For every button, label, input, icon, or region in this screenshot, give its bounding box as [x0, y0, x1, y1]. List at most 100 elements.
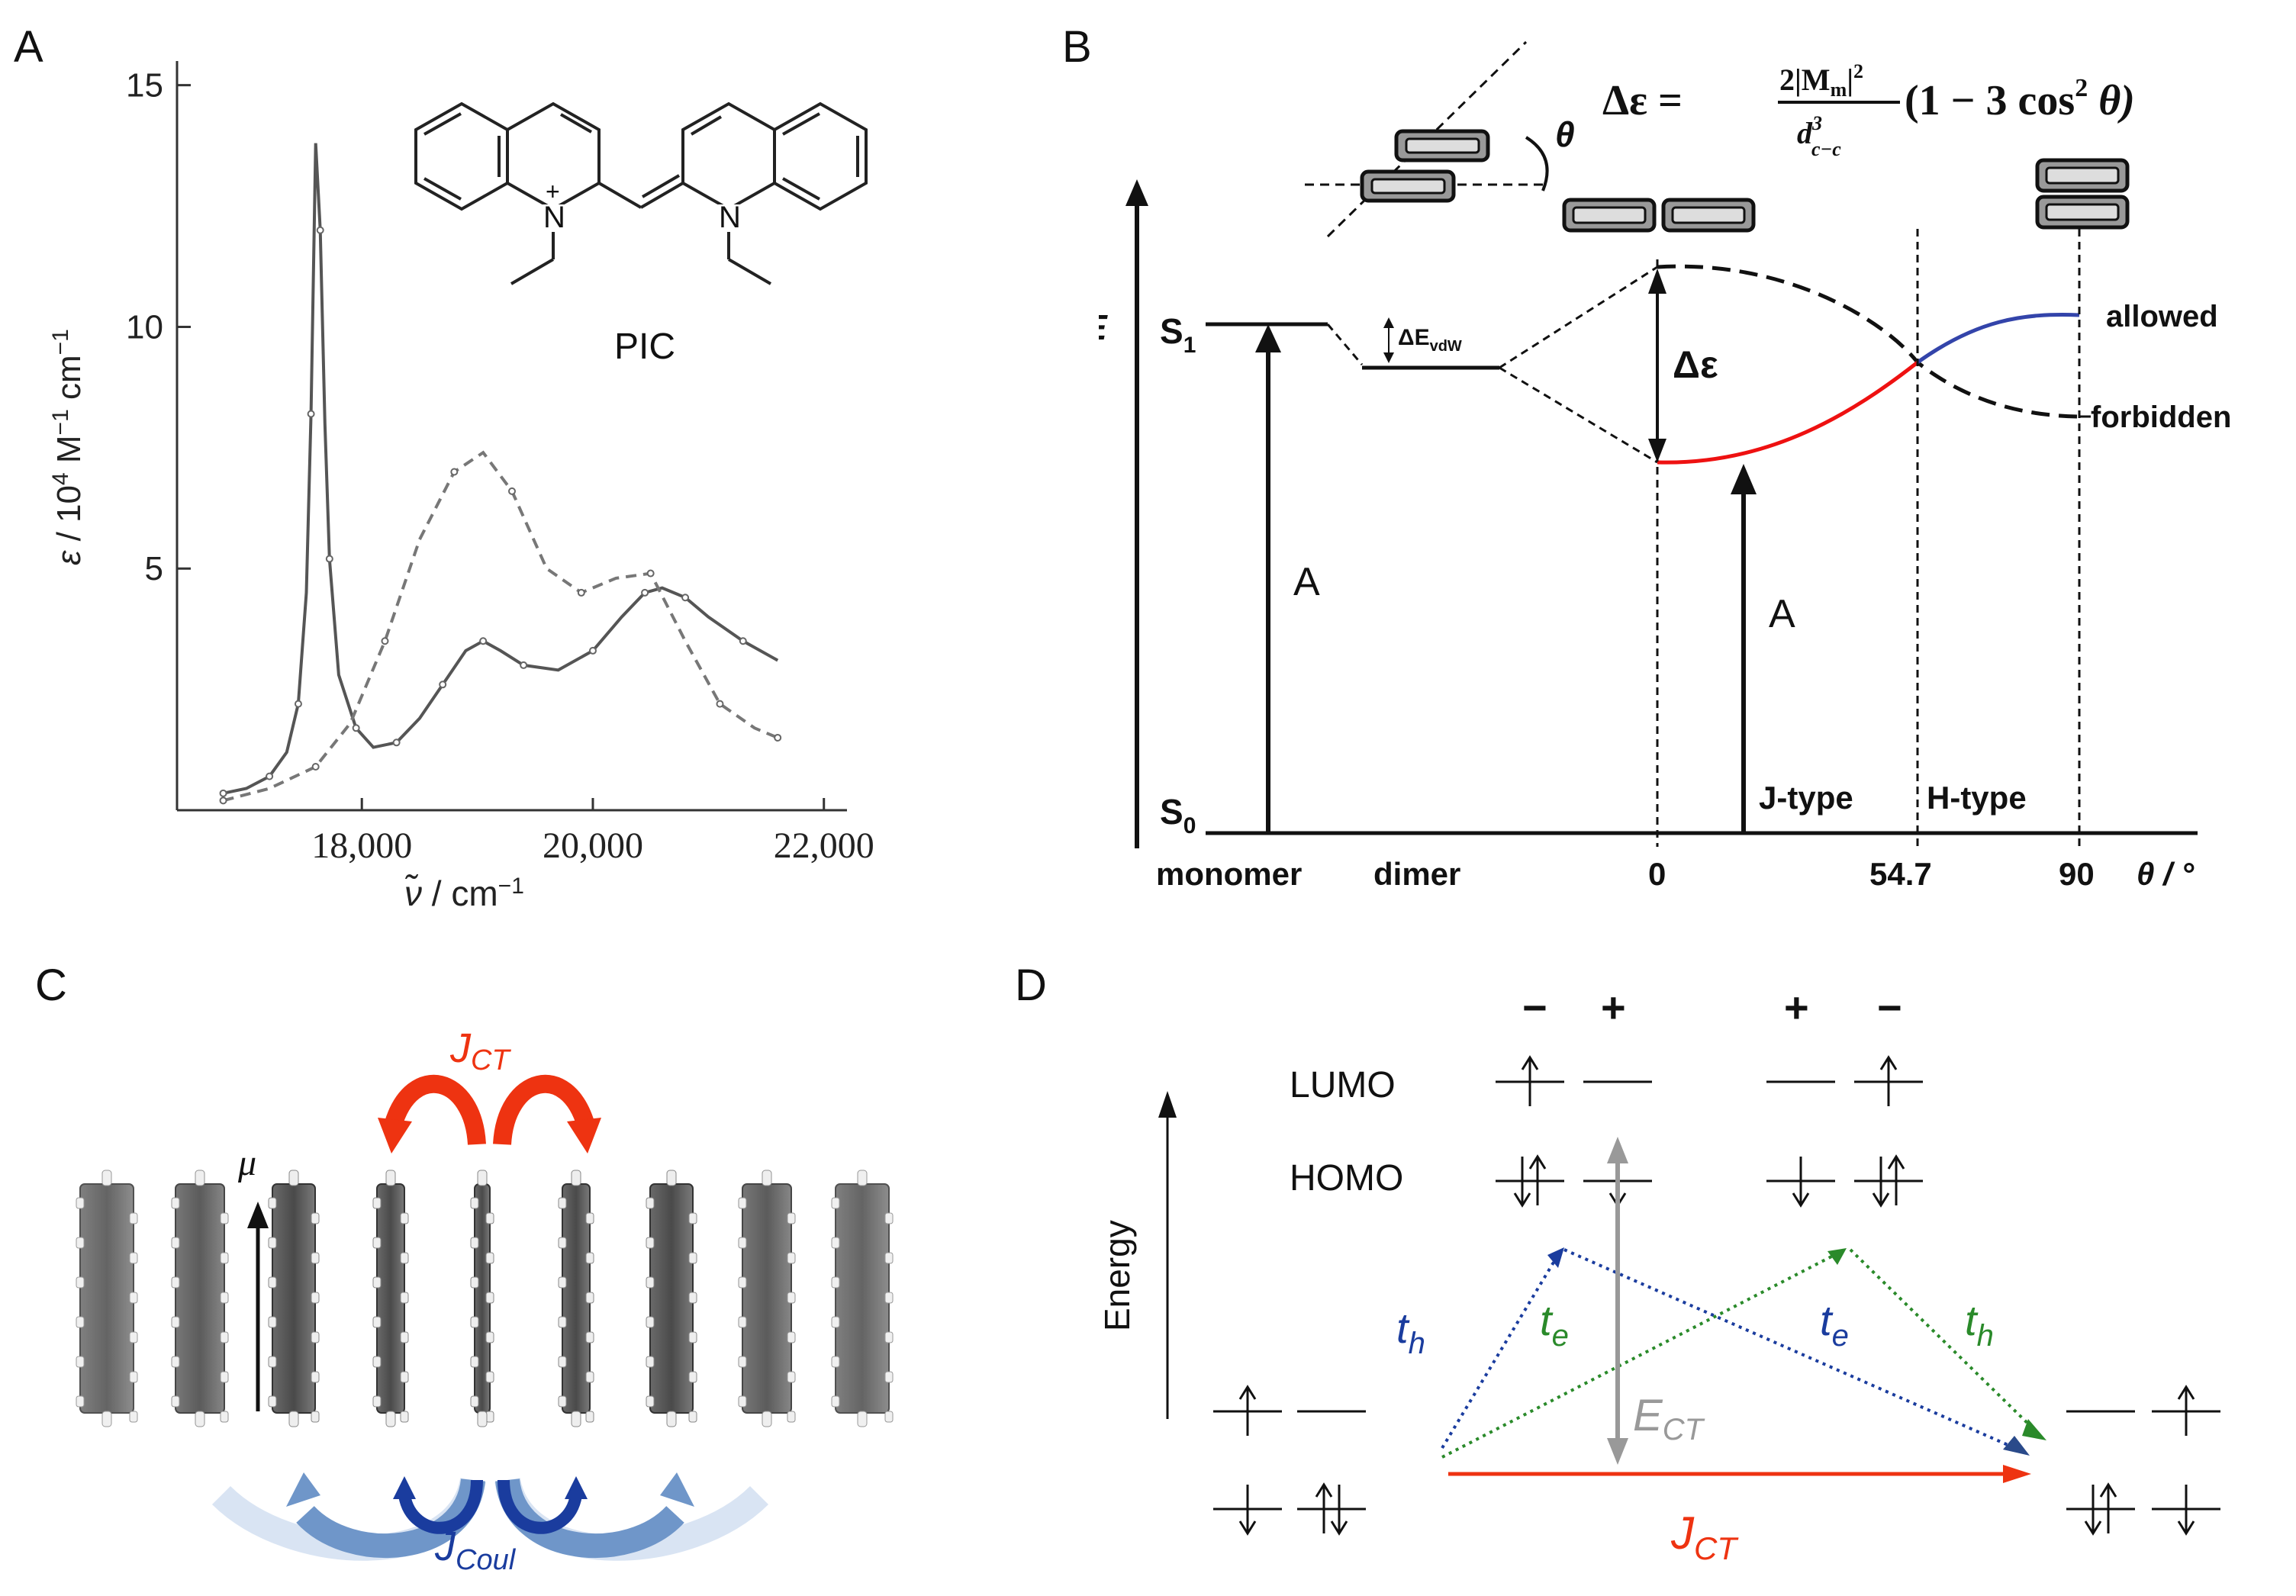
spectrum-line-solid — [223, 143, 779, 795]
panel-d-diagram: Energy LUMO HOMO − + + − ECT th te te th… — [1097, 983, 2220, 1566]
data-point — [266, 772, 274, 780]
pic-molecule — [414, 101, 868, 285]
jtype-dimer-icon — [1562, 198, 1756, 233]
svg-text:Δε =: Δε = — [1602, 77, 1683, 124]
stacked-molecule — [268, 1170, 320, 1427]
panel-b-diagram: Δε = 2|Mm|2 d3c−c (1 − 3 cos2 θ) θ E S0 … — [1099, 40, 2231, 892]
formula-tail: (1 − 3 cos2 θ) — [1905, 74, 2135, 124]
data-point — [381, 637, 389, 645]
th-label-right: th — [1965, 1296, 1994, 1353]
molecule-stack — [76, 1170, 894, 1427]
stacked-molecule — [646, 1170, 697, 1427]
x-label-0: 0 — [1648, 856, 1666, 892]
data-point — [439, 681, 447, 689]
x-axis-label: ν̃ / cm−1 — [404, 874, 524, 913]
stacked-molecule — [738, 1170, 796, 1427]
panel-c-diagram: μ JCT JCoul — [76, 1025, 894, 1576]
y-axis-label: ε / 104 M−1 cm−1 — [48, 329, 88, 565]
data-point — [325, 555, 333, 563]
jct-label: JCT — [1670, 1508, 1739, 1566]
absorption-label-dimer: A — [1769, 592, 1795, 636]
data-point — [307, 410, 315, 418]
sign-plus-left: + — [1601, 983, 1626, 1031]
x-unit-label: θ / ° — [2137, 856, 2195, 892]
data-point — [774, 733, 782, 742]
x-tick-label: 20,000 — [543, 825, 643, 866]
formula-numerator: 2|Mm|2 — [1779, 60, 1863, 101]
data-point — [588, 646, 597, 655]
data-point — [352, 724, 360, 732]
molecule-name: PIC — [614, 327, 675, 367]
te-label-left: te — [1540, 1296, 1569, 1353]
data-point — [219, 796, 227, 805]
jct-label: JCT — [449, 1025, 511, 1076]
orbital-levels — [1213, 1055, 2220, 1536]
stacked-molecule — [558, 1170, 594, 1427]
jct-hop-arrows — [378, 1074, 601, 1154]
data-point — [450, 468, 459, 476]
jtype-label: J-type — [1759, 780, 1853, 816]
energy-axis-label: Energy — [1097, 1220, 1137, 1331]
te-label-right: te — [1820, 1296, 1849, 1353]
panel-c-label: C — [35, 960, 67, 1010]
y-tick-label: 15 — [126, 67, 163, 105]
panel-a-label: A — [14, 22, 43, 72]
stacked-molecule — [171, 1170, 229, 1427]
data-point — [646, 569, 655, 578]
data-point — [294, 700, 302, 708]
htype-label: H-type — [1927, 780, 2027, 816]
sign-minus-left: − — [1522, 983, 1547, 1031]
atom-n-left: N — [543, 201, 565, 234]
absorption-label-monomer: A — [1293, 560, 1320, 604]
x-label-54: 54.7 — [1869, 856, 1932, 892]
jcoul-arrows — [211, 1472, 769, 1561]
x-label-90: 90 — [2059, 856, 2095, 892]
homo-label: HOMO — [1290, 1158, 1403, 1199]
htype-dimer-icon — [2035, 158, 2130, 230]
vdw-label: ΔEvdW — [1398, 325, 1462, 355]
ect-label: ECT — [1633, 1391, 1705, 1446]
x-tick-label: 22,000 — [774, 825, 874, 866]
theta-label: θ — [1555, 114, 1575, 154]
data-point — [681, 594, 690, 602]
data-point — [219, 789, 227, 797]
data-point — [641, 588, 649, 597]
stacked-molecule — [372, 1170, 409, 1427]
panel-d-label: D — [1015, 960, 1047, 1010]
spectrum-line-dashed — [223, 450, 778, 803]
mu-label: μ — [237, 1143, 256, 1183]
data-point — [479, 637, 488, 645]
stacked-molecule — [831, 1170, 894, 1427]
data-point — [392, 738, 401, 747]
allowed-label: allowed — [2106, 300, 2218, 333]
data-point — [311, 762, 320, 771]
panel-b-label: B — [1062, 22, 1092, 72]
data-point — [577, 588, 585, 597]
forbidden-label: forbidden — [2091, 401, 2231, 434]
delta-epsilon-label: Δε — [1673, 343, 1718, 386]
data-point — [316, 226, 324, 234]
atom-n-right: N — [719, 201, 741, 234]
x-label-dimer: dimer — [1373, 856, 1460, 892]
stacked-molecule — [470, 1170, 494, 1427]
jcoul-label: JCoul — [434, 1524, 517, 1576]
lumo-label: LUMO — [1290, 1065, 1396, 1105]
s1-label: S1 — [1160, 311, 1196, 358]
stacked-molecule — [76, 1170, 138, 1427]
data-point — [716, 700, 724, 708]
y-tick-label: 5 — [145, 550, 163, 587]
th-label-left: th — [1396, 1304, 1425, 1360]
data-point — [520, 661, 528, 669]
tilted-dimer-icon: θ — [1305, 40, 1575, 238]
charge-plus: + — [546, 178, 560, 205]
data-point — [739, 637, 747, 645]
x-label-monomer: monomer — [1156, 856, 1302, 892]
sign-minus-right: − — [1877, 983, 1902, 1031]
y-tick-label: 10 — [126, 308, 163, 346]
s0-label: S0 — [1160, 792, 1196, 838]
sign-plus-right: + — [1784, 983, 1809, 1031]
